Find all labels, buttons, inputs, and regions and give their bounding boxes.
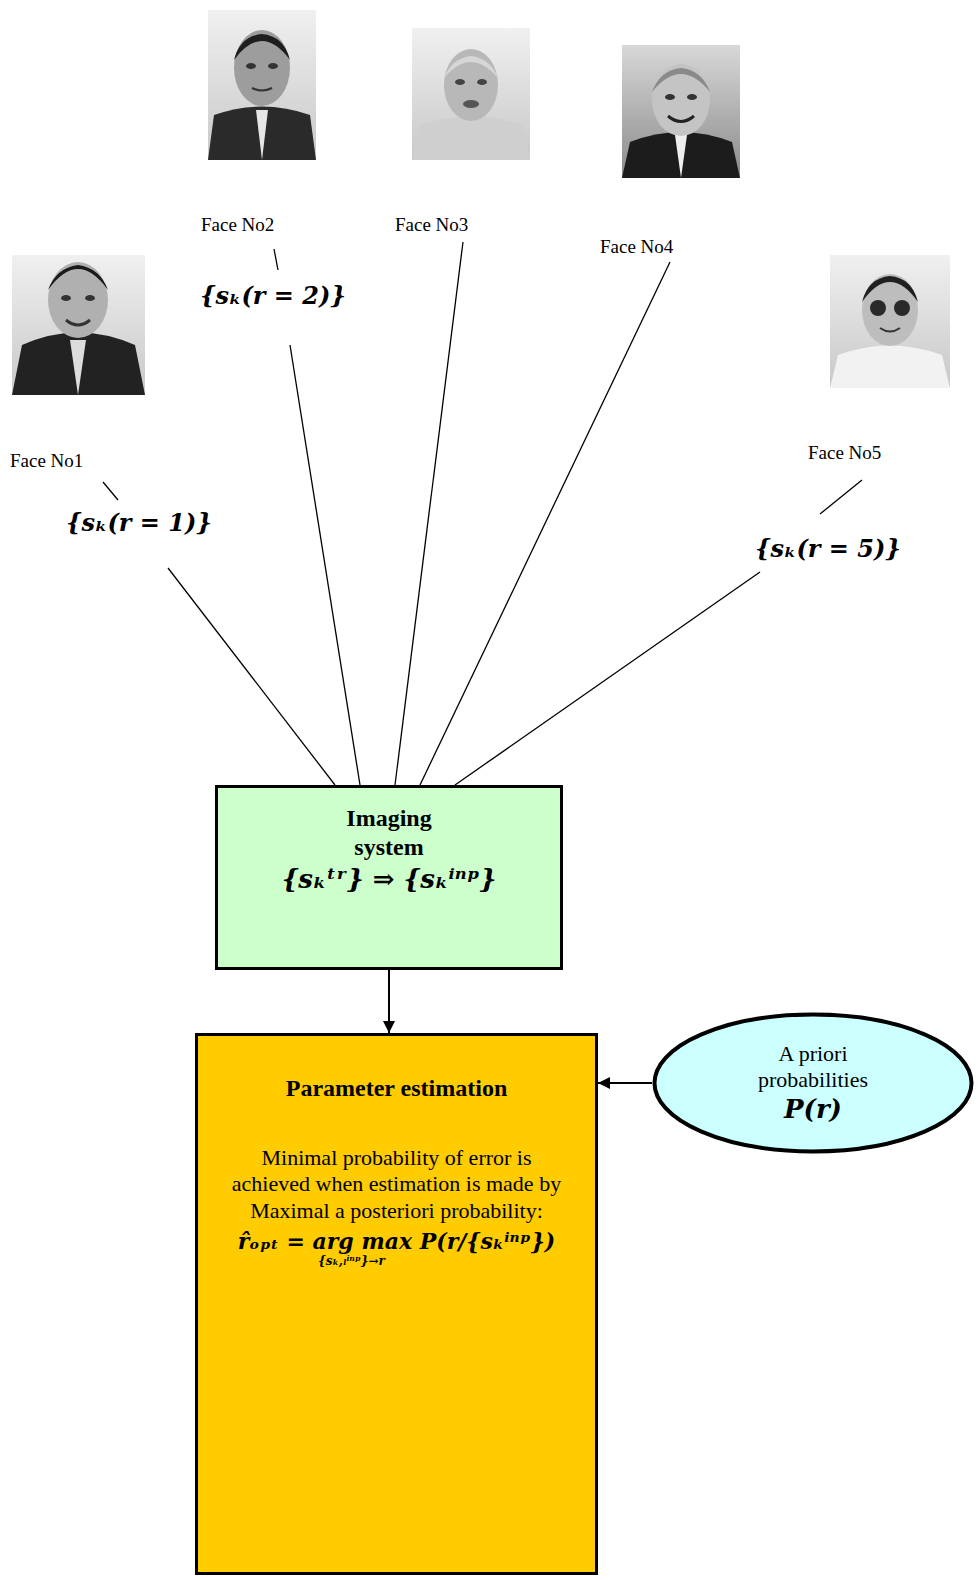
ellipse-shape	[655, 1015, 972, 1152]
face-photo	[208, 10, 316, 160]
leader-line	[103, 482, 118, 500]
node-text: {sₖᵗʳ} ⇒ {sₖⁱⁿᵖ}	[229, 864, 549, 895]
face-photo	[12, 255, 145, 395]
face-photo	[830, 255, 950, 388]
face-label: Face No3	[395, 214, 468, 236]
node-text: {sₖ,ₗⁱⁿᵖ}→r	[198, 1254, 595, 1268]
signal-set-label: {sₖ(r = 5)}	[755, 534, 901, 563]
leader-lines	[103, 242, 862, 785]
leader-line	[395, 242, 463, 785]
arrow-connector	[598, 1082, 652, 1084]
node-text: Minimal probability of error is achieved…	[227, 1145, 567, 1224]
process-box: Imaging system{sₖᵗʳ} ⇒ {sₖⁱⁿᵖ}	[215, 785, 563, 970]
face-photo	[412, 28, 530, 160]
node-text: r̂ₒₚₜ = arg max P(r/{sₖⁱⁿᵖ})	[202, 1228, 592, 1254]
node-title: A priori probabilities	[728, 1041, 898, 1094]
process-box: Parameter estimationMinimal probability …	[195, 1033, 598, 1575]
leader-line	[290, 345, 360, 785]
node-text: P(r)	[784, 1094, 842, 1125]
face-label: Face No5	[808, 442, 881, 464]
leader-line	[274, 249, 278, 270]
face-label: Face No1	[10, 450, 83, 472]
face-label: Face No4	[600, 236, 673, 258]
signal-set-label: {sₖ(r = 2)}	[200, 281, 346, 310]
node-title: Imaging system	[314, 804, 464, 862]
signal-set-label: {sₖ(r = 1)}	[66, 508, 212, 537]
leader-line	[820, 480, 862, 514]
face-photo	[622, 45, 740, 178]
node-title: Parameter estimation	[212, 1074, 582, 1103]
leader-line	[420, 262, 670, 785]
face-label: Face No2	[201, 214, 274, 236]
arrow-connector	[388, 970, 390, 1033]
leader-line	[455, 572, 760, 785]
input-ellipse: A priori probabilitiesP(r)	[652, 1012, 974, 1154]
leader-line	[168, 568, 335, 785]
